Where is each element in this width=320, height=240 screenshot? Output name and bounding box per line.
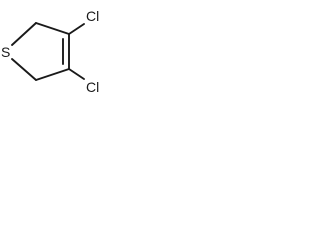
chlorine-atom-label-top: Cl: [86, 8, 99, 24]
bond-c4-cl: [68, 68, 85, 80]
structure-diagram: S Cl Cl: [0, 0, 112, 104]
bond-ch2-bottom-s: [11, 58, 37, 81]
bond-ch2-top-c3: [35, 22, 70, 35]
chlorine-atom-label-bottom: Cl: [86, 79, 99, 95]
bond-c3-cl: [68, 23, 85, 35]
sulfur-atom-label: S: [1, 44, 10, 60]
bond-c4-ch2-bottom: [35, 68, 70, 81]
bond-s-ch2-top: [11, 22, 37, 46]
molecule-drawing: S Cl Cl: [1, 8, 99, 95]
